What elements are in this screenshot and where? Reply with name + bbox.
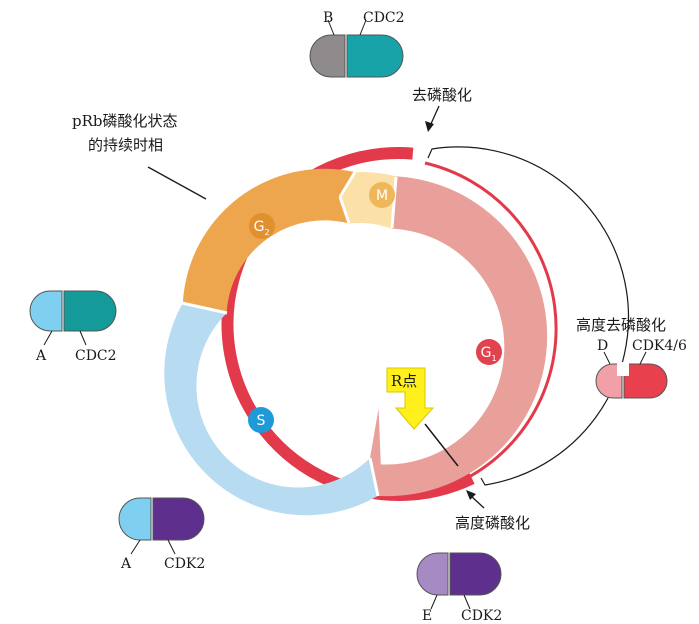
cdk2-label-bottom: CDK2	[461, 608, 502, 624]
s-segment	[164, 303, 378, 516]
cyclin-a-label-2: A	[120, 556, 132, 572]
s-label: S	[257, 413, 266, 429]
dephos-label: 去磷酸化	[412, 86, 472, 104]
cyclin-b-label: B	[323, 10, 333, 26]
high-phos-arrow	[470, 495, 485, 509]
g1-thin-red-arc	[424, 161, 558, 480]
cdk2-label-left: CDK2	[164, 556, 205, 572]
cyclin-d-label: D	[597, 338, 608, 354]
m-badge	[369, 182, 395, 208]
cdc2-label-top: CDC2	[363, 10, 405, 26]
g1-subscript: 1	[491, 354, 496, 363]
dephos-bracket	[427, 146, 630, 486]
cyclin-a-label-1: A	[35, 348, 47, 364]
complex-b-cdc2: B CDC2	[309, 10, 405, 78]
duration-label-line1: pRb磷酸化状态	[72, 112, 178, 130]
g1-segment	[370, 176, 548, 497]
g2-label: G	[254, 219, 265, 235]
g2-subscript: 2	[264, 228, 269, 237]
m-label: M	[376, 188, 388, 204]
r-point-line	[424, 423, 459, 467]
cdk46-label: CDK4/6	[632, 338, 687, 354]
complex-a-cdc2: A CDC2	[29, 290, 117, 364]
complex-a-cdk2: A CDK2	[118, 497, 205, 572]
s-badge	[248, 407, 274, 433]
complex-d-cdk46: D CDK4/6	[595, 338, 687, 399]
cdc2-label-left: CDC2	[75, 348, 117, 364]
high-dephos-label: 高度去磷酸化	[576, 316, 666, 334]
g1-label: G	[481, 345, 492, 361]
high-phos-label: 高度磷酸化	[455, 514, 530, 532]
g2-segment	[182, 168, 355, 314]
dephos-arrow	[429, 105, 440, 127]
cyclin-e-label: E	[422, 608, 432, 624]
r-point-arrow	[386, 367, 435, 430]
duration-label-line2: 的持续时相	[88, 136, 163, 154]
g2-badge	[249, 213, 275, 239]
r-point-label: R点	[391, 372, 417, 390]
complex-e-cdk2: E CDK2	[416, 552, 502, 624]
g1-badge	[476, 339, 502, 365]
duration-pointer	[147, 166, 207, 200]
